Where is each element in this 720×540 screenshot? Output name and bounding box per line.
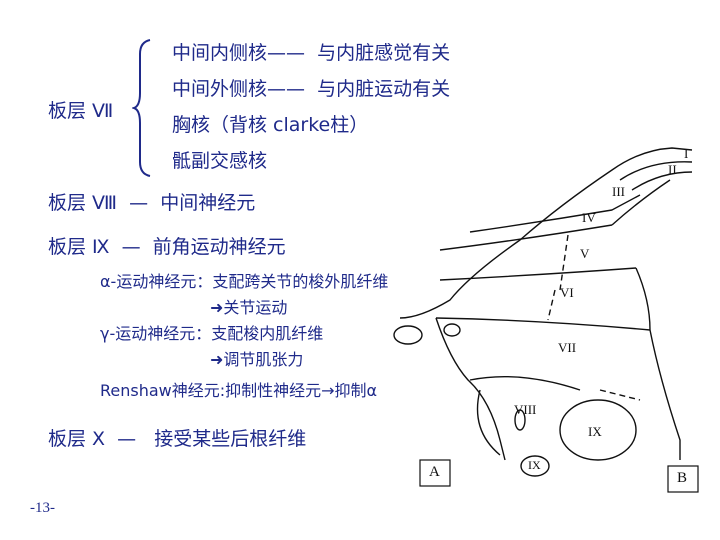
roman-viii: VIII — [514, 402, 537, 417]
panel-b-label: B — [677, 470, 688, 486]
alpha-motor-result: ➜关节运动 — [210, 298, 288, 317]
roman-i: I — [684, 146, 689, 161]
gamma-motor-result: ➜调节肌张力 — [210, 350, 304, 369]
vii-item-4: 骶副交感核 — [172, 150, 268, 172]
roman-ix-small: IX — [528, 458, 541, 472]
roman-vii: VII — [558, 340, 577, 355]
renshaw-line: Renshaw神经元:抑制性神经元→抑制α — [100, 381, 378, 400]
roman-v: V — [580, 246, 590, 261]
lamina-viii-row: 板层 Ⅷ — 中间神经元 — [48, 192, 256, 214]
lamina-x-row: 板层 Ⅹ — 接受某些后根纤维 — [48, 428, 307, 450]
page-number: -13- — [30, 500, 55, 516]
roman-vi: VI — [560, 285, 574, 300]
curly-brace — [132, 39, 151, 177]
vii-item-1: 中间内侧核—— 与内脏感觉有关 — [172, 42, 451, 64]
lamina-ix-row: 板层 Ⅸ — 前角运动神经元 — [48, 236, 286, 258]
vii-item-2: 中间外侧核—— 与内脏运动有关 — [172, 78, 451, 100]
vii-item-3: 胸核（背核 clarke柱） — [172, 114, 369, 136]
roman-iv: IV — [582, 210, 596, 225]
gamma-motor-line: γ-运动神经元：支配梭内肌纤维 — [100, 324, 324, 343]
roman-ix-large: IX — [588, 424, 602, 439]
roman-iii: III — [612, 184, 625, 199]
alpha-motor-line: α-运动神经元：支配跨关节的梭外肌纤维 — [100, 272, 389, 291]
lamina-vii-label: 板层 Ⅶ — [48, 100, 114, 122]
panel-a-label: A — [429, 464, 440, 480]
roman-ii: II — [668, 162, 677, 177]
